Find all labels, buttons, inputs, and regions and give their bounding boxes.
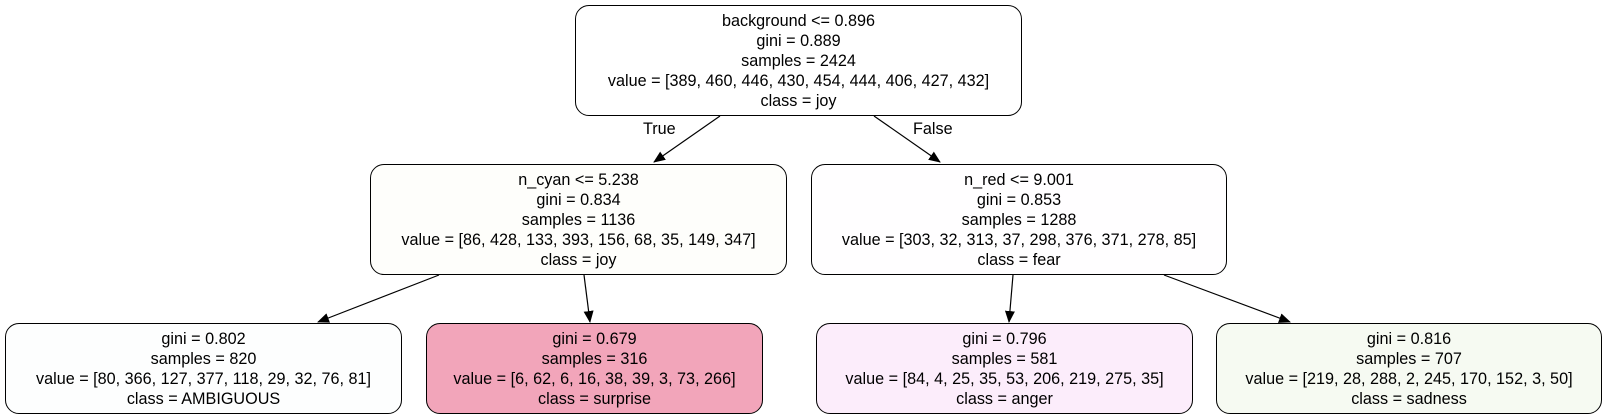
tree-node-right: n_red <= 9.001 gini = 0.853 samples = 12…	[811, 164, 1227, 275]
node-split-rule: n_cyan <= 5.238	[518, 170, 639, 189]
tree-leaf-sadness: gini = 0.816 samples = 707 value = [219,…	[1216, 323, 1602, 414]
edge-right-anger	[1004, 274, 1015, 323]
node-samples: samples = 316	[541, 349, 648, 368]
node-gini: gini = 0.796	[962, 329, 1047, 348]
node-samples: samples = 707	[1356, 349, 1462, 368]
node-samples: samples = 1288	[961, 210, 1077, 229]
edge-label-true: True	[643, 120, 676, 138]
node-value: value = [80, 366, 127, 377, 118, 29, 32,…	[36, 369, 371, 388]
node-split-rule: n_red <= 9.001	[964, 170, 1074, 189]
node-value: value = [86, 428, 133, 393, 156, 68, 35,…	[401, 230, 756, 249]
node-class: class = surprise	[538, 389, 651, 408]
edge-left-surprise	[583, 274, 594, 323]
edge-right-sadness	[1163, 274, 1291, 323]
node-gini: gini = 0.834	[536, 190, 621, 209]
node-gini: gini = 0.816	[1366, 329, 1452, 348]
node-value: value = [219, 28, 288, 2, 245, 170, 152,…	[1245, 369, 1573, 388]
node-samples: samples = 581	[951, 349, 1058, 368]
node-samples: samples = 2424	[741, 51, 856, 70]
node-value: value = [389, 460, 446, 430, 454, 444, 4…	[607, 71, 990, 90]
node-samples: samples = 820	[150, 349, 257, 368]
node-value: value = [303, 32, 313, 37, 298, 376, 371…	[841, 230, 1197, 249]
tree-leaf-anger: gini = 0.796 samples = 581 value = [84, …	[816, 323, 1193, 414]
node-value: value = [84, 4, 25, 35, 53, 206, 219, 27…	[845, 369, 1164, 388]
tree-node-left: n_cyan <= 5.238 gini = 0.834 samples = 1…	[370, 164, 787, 275]
edge-left-ambiguous	[317, 274, 440, 323]
node-gini: gini = 0.802	[161, 329, 246, 348]
node-class: class = fear	[977, 250, 1061, 269]
node-split-rule: background <= 0.896	[721, 11, 875, 30]
node-gini: gini = 0.853	[976, 190, 1062, 209]
node-gini: gini = 0.889	[756, 31, 841, 50]
node-class: class = joy	[540, 250, 617, 269]
edge-root-left	[653, 115, 721, 163]
edge-root-right	[873, 115, 941, 163]
node-value: value = [6, 62, 6, 16, 38, 39, 3, 73, 26…	[453, 369, 736, 388]
node-gini: gini = 0.679	[552, 329, 637, 348]
tree-node-root: background <= 0.896 gini = 0.889 samples…	[575, 5, 1022, 116]
node-class: class = sadness	[1351, 389, 1467, 408]
node-class: class = joy	[760, 91, 837, 110]
tree-leaf-surprise: gini = 0.679 samples = 316 value = [6, 6…	[426, 323, 763, 414]
node-samples: samples = 1136	[521, 210, 636, 229]
edge-label-false: False	[913, 120, 953, 138]
node-class: class = AMBIGUOUS	[126, 389, 281, 408]
node-class: class = anger	[956, 389, 1053, 408]
tree-leaf-ambiguous: gini = 0.802 samples = 820 value = [80, …	[5, 323, 402, 414]
